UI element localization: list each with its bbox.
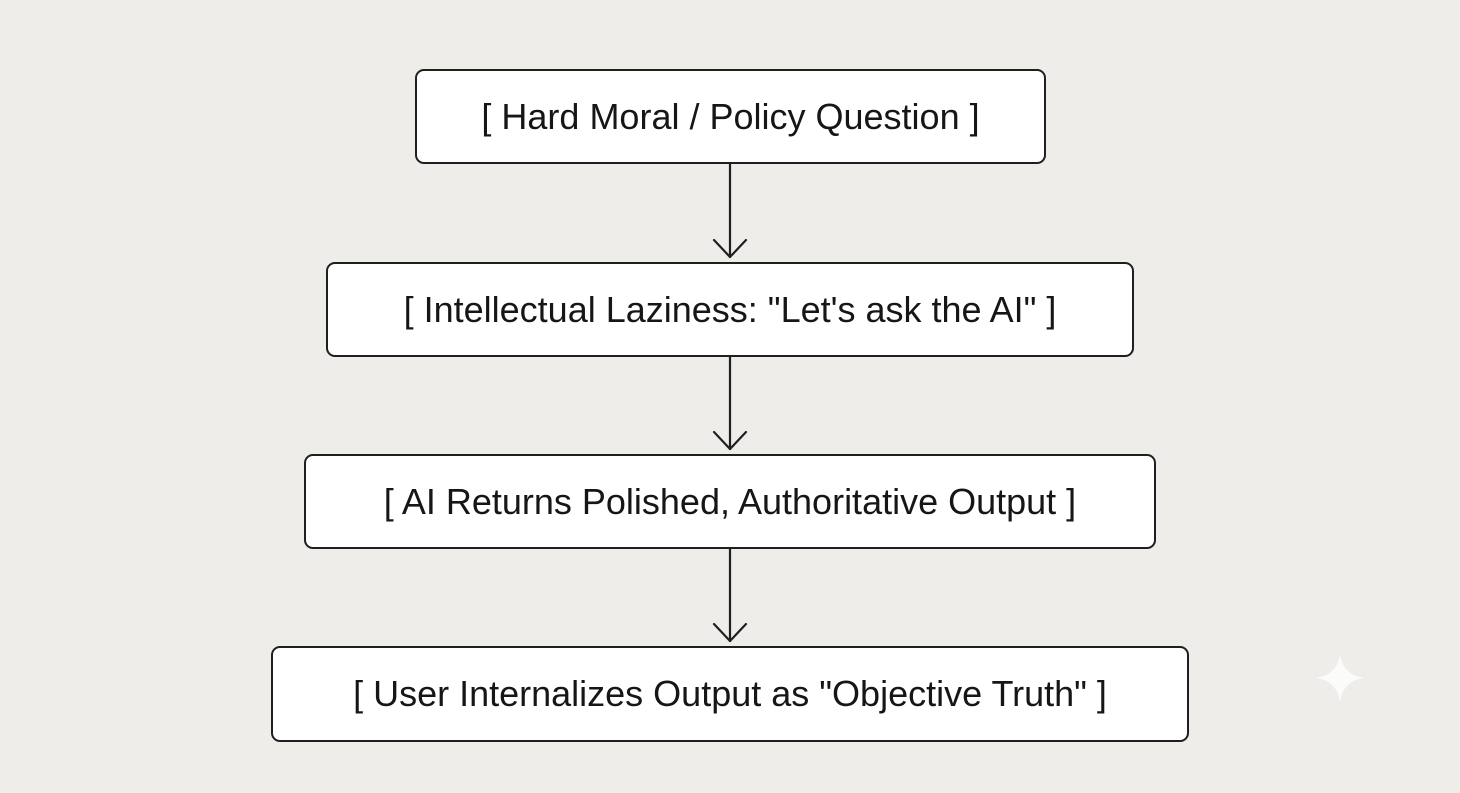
node-intellectual-laziness: [ Intellectual Laziness: "Let's ask the … — [326, 262, 1134, 357]
arrow-n1-n2 — [712, 162, 748, 259]
node-label: [ Intellectual Laziness: "Let's ask the … — [403, 288, 1057, 330]
sparkle-icon — [1316, 654, 1364, 702]
node-hard-moral-policy-question: [ Hard Moral / Policy Question ] — [415, 69, 1046, 164]
node-label: [ User Internalizes Output as "Objective… — [353, 673, 1107, 714]
arrow-n3-n4 — [712, 547, 748, 643]
node-user-internalizes-output: [ User Internalizes Output as "Objective… — [271, 646, 1189, 742]
node-label: [ Hard Moral / Policy Question ] — [481, 95, 980, 137]
arrow-n2-n3 — [712, 355, 748, 451]
node-label: [ AI Returns Polished, Authoritative Out… — [383, 480, 1077, 522]
node-ai-returns-output: [ AI Returns Polished, Authoritative Out… — [304, 454, 1156, 549]
